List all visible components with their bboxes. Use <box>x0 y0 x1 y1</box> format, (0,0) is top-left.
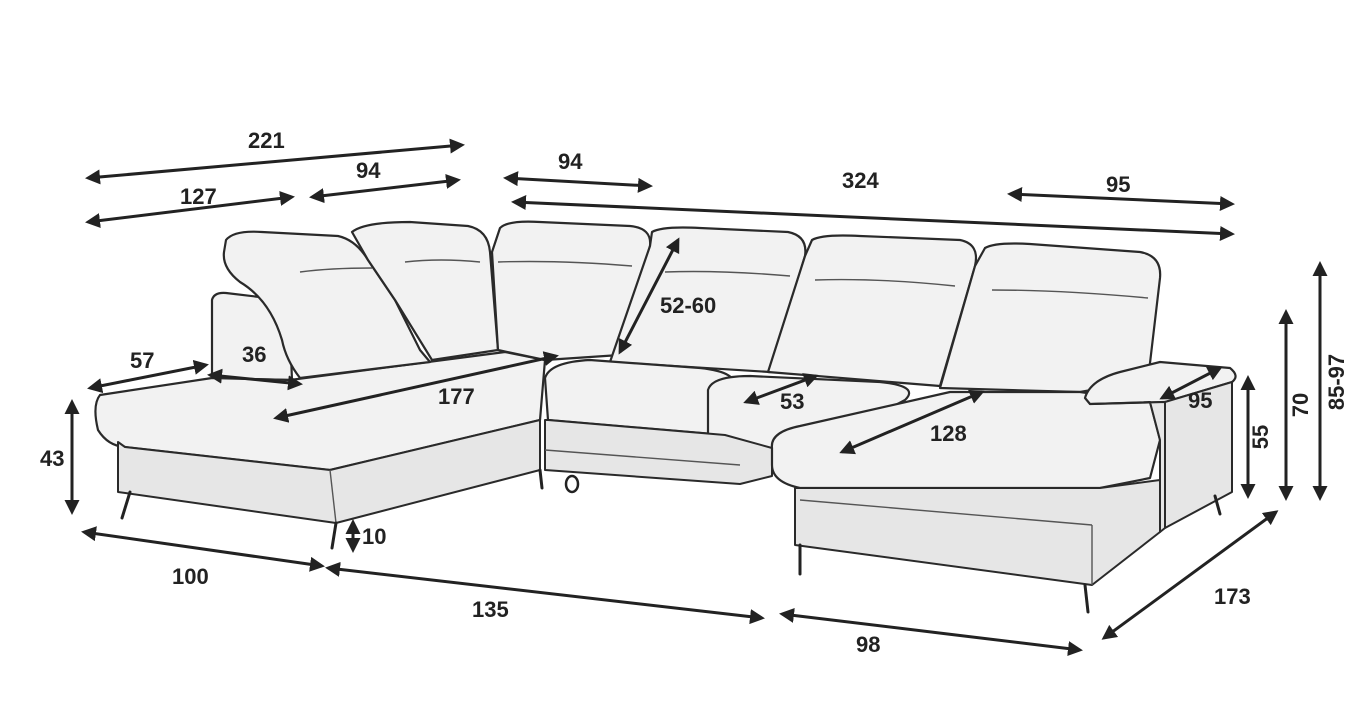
dim-label-100: 100 <box>172 564 209 589</box>
leg <box>120 490 132 520</box>
dimension-lines <box>64 138 1328 657</box>
sofa-illustration <box>94 220 1237 614</box>
dim-arrow-173 <box>1101 510 1279 640</box>
dim-label-128: 128 <box>930 421 967 446</box>
right-chaise-base <box>794 479 1161 586</box>
caster-wheel <box>564 474 580 494</box>
dim-label-55: 55 <box>1248 425 1273 449</box>
dim-arrow-52-60 <box>618 237 680 355</box>
dim-arrow-100 <box>81 526 325 572</box>
left-chaise-base <box>117 419 541 524</box>
dim-label-36: 36 <box>242 342 266 367</box>
dim-label-43: 43 <box>40 446 64 471</box>
dim-label-135: 135 <box>472 597 509 622</box>
dim-arrow-53 <box>743 373 819 405</box>
right-back-cushion <box>938 242 1162 394</box>
dim-arrow-98 <box>779 607 1083 657</box>
dim-label-173: 173 <box>1214 584 1251 609</box>
dim-label-95-right: 95 <box>1188 388 1212 413</box>
leg <box>330 521 338 550</box>
dim-arrow-128 <box>839 389 985 455</box>
dim-label-127: 127 <box>180 184 217 209</box>
leg <box>538 468 544 490</box>
dim-label-10: 10 <box>362 524 386 549</box>
dim-label-94-middle: 94 <box>558 149 583 174</box>
dim-arrow-95-right <box>1159 366 1223 400</box>
dim-label-52-60: 52-60 <box>660 293 716 318</box>
dim-arrow-94-left <box>309 173 461 204</box>
dimension-labels: 221 127 94 94 324 95 52-60 57 36 177 53 … <box>40 128 1349 657</box>
dim-arrow-94-middle <box>503 171 653 193</box>
dim-arrow-221 <box>85 138 465 185</box>
dim-label-324: 324 <box>842 168 879 193</box>
dim-label-94-left: 94 <box>356 158 381 183</box>
dim-label-85-97: 85-97 <box>1324 354 1349 410</box>
dim-label-53: 53 <box>780 389 804 414</box>
dim-label-177: 177 <box>438 384 475 409</box>
dim-arrow-95-top <box>1007 187 1235 211</box>
dim-arrow-135 <box>325 561 765 625</box>
dim-label-70: 70 <box>1288 393 1313 417</box>
dim-arrow-324 <box>511 195 1235 241</box>
dim-arrow-127 <box>85 191 295 228</box>
dim-label-221: 221 <box>248 128 285 153</box>
dim-label-95-top: 95 <box>1106 172 1130 197</box>
dim-label-57: 57 <box>130 348 154 373</box>
leg <box>1083 583 1090 614</box>
dim-arrow-57 <box>87 359 209 394</box>
dim-arrow-177 <box>273 351 559 423</box>
dim-label-98: 98 <box>856 632 880 657</box>
